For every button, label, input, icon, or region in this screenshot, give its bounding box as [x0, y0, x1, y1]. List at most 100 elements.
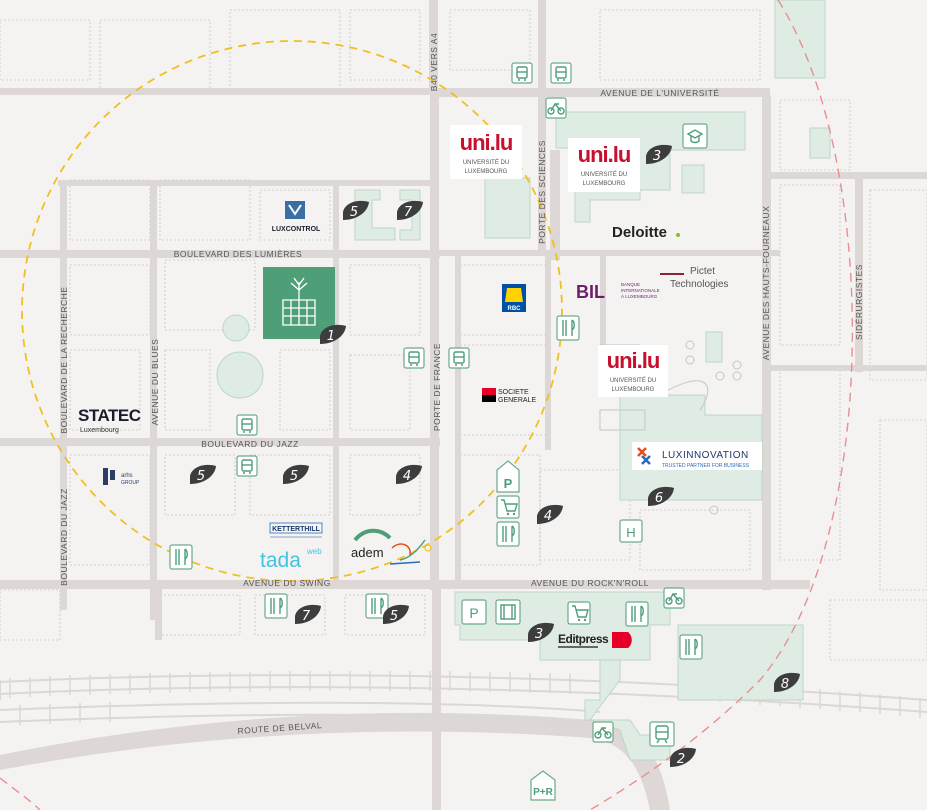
poi-marker-4[interactable]: 4 — [537, 504, 563, 524]
bus-icon[interactable] — [236, 455, 258, 477]
restaurant-icon[interactable] — [365, 593, 389, 619]
svg-text:Luxembourg: Luxembourg — [80, 427, 119, 434]
bus-icon[interactable] — [550, 62, 572, 84]
street-boulevard-lumieres: BOULEVARD DES LUMIÈRES — [174, 249, 302, 259]
street-avenue-universite: AVENUE DE L'UNIVERSITÉ — [600, 88, 719, 98]
svg-text:7: 7 — [302, 609, 311, 624]
restaurant-icon[interactable] — [679, 634, 703, 660]
park-and-ride-icon[interactable]: P+R — [530, 770, 556, 801]
svg-text:Technologies: Technologies — [670, 279, 728, 290]
hospital-icon[interactable]: H — [619, 519, 643, 543]
shopping-cart-icon[interactable] — [567, 601, 591, 625]
svg-text:LUXEMBOURG: LUXEMBOURG — [612, 387, 655, 393]
poi-marker-5[interactable]: 5 — [283, 464, 309, 484]
street-avenue-swing: AVENUE DU SWING — [243, 578, 331, 588]
poi-marker-5[interactable]: 5 — [343, 200, 369, 220]
adem-logo[interactable]: adem — [351, 528, 432, 565]
street-porte-de-france: PORTE DE FRANCE — [432, 343, 442, 431]
svg-text:GROUP: GROUP — [121, 480, 140, 486]
bus-icon[interactable] — [236, 414, 258, 436]
unilu-logo-east[interactable]: uni.lu UNIVERSITÉ DU LUXEMBOURG — [568, 138, 640, 192]
poi-marker-7[interactable]: 7 — [397, 200, 423, 220]
street-siderurgistes: SIDÉRURGISTES — [854, 264, 864, 340]
parking-icon[interactable]: P — [461, 599, 487, 625]
svg-text:UNIVERSITÉ DU: UNIVERSITÉ DU — [581, 171, 627, 178]
street-b40-vers-a4: B40 VERS A4 — [429, 33, 439, 91]
svg-text:8: 8 — [781, 677, 789, 692]
svg-text:4: 4 — [544, 509, 552, 524]
parking-garage-icon[interactable]: P — [496, 460, 520, 493]
bus-icon[interactable] — [448, 347, 470, 369]
svg-text:5: 5 — [390, 609, 398, 624]
arhs-logo[interactable]: arhs GROUP — [103, 468, 140, 486]
svg-text:BIL: BIL — [576, 282, 605, 302]
street-porte-des-sciences: PORTE DES SCIENCES — [537, 140, 547, 244]
bus-icon[interactable] — [403, 347, 425, 369]
deloitte-logo[interactable]: Deloitte — [612, 224, 680, 241]
svg-text:GENERALE: GENERALE — [498, 397, 536, 404]
svg-text:UNIVERSITÉ DU: UNIVERSITÉ DU — [463, 159, 509, 166]
svg-text:7: 7 — [404, 205, 413, 220]
svg-text:3: 3 — [653, 149, 661, 164]
poi-markers: 1 2 3 3 4 4 5 5 — [190, 144, 800, 767]
tada-logo[interactable]: tada web — [260, 547, 322, 572]
restaurant-icon[interactable] — [556, 315, 580, 341]
pictet-logo[interactable]: Pictet Technologies — [660, 266, 728, 290]
svg-text:LUXINNOVATION: LUXINNOVATION — [662, 450, 749, 461]
poi-marker-7[interactable]: 7 — [295, 604, 321, 624]
street-avenue-rocknroll: AVENUE DU ROCK'N'ROLL — [531, 578, 649, 588]
svg-text:web: web — [306, 547, 322, 556]
poi-marker-4[interactable]: 4 — [396, 464, 422, 484]
bus-icon[interactable] — [511, 62, 533, 84]
shopping-cart-icon[interactable] — [496, 495, 520, 519]
bil-logo[interactable]: BIL BANQUE INTERNATIONALE À LUXEMBOURG — [576, 282, 660, 302]
svg-text:H: H — [626, 525, 635, 540]
street-avenue-blues: AVENUE DU BLUES — [150, 339, 160, 426]
svg-text:P: P — [504, 476, 513, 491]
poi-marker-3[interactable]: 3 — [528, 622, 554, 642]
svg-text:3: 3 — [535, 627, 543, 642]
bike-icon[interactable] — [663, 587, 685, 609]
unilu-logo-south[interactable]: uni.lu UNIVERSITÉ DU LUXEMBOURG — [598, 345, 668, 397]
societe-generale-logo[interactable]: SOCIETE GENERALE — [482, 388, 536, 404]
poi-marker-1[interactable]: 1 — [320, 324, 346, 344]
svg-text:SOCIETE: SOCIETE — [498, 389, 529, 396]
svg-text:TRUSTED PARTNER FOR BUSINESS: TRUSTED PARTNER FOR BUSINESS — [662, 463, 750, 469]
svg-text:P: P — [469, 605, 478, 621]
svg-text:LUXEMBOURG: LUXEMBOURG — [583, 181, 626, 187]
svg-text:P+R: P+R — [533, 787, 554, 798]
svg-text:uni.lu: uni.lu — [578, 142, 631, 167]
street-avenue-hauts-fourneaux: AVENUE DES HAUTS-FOURNEAUX — [761, 206, 771, 361]
restaurant-icon[interactable] — [169, 544, 193, 570]
restaurant-icon[interactable] — [496, 521, 520, 547]
editpress-logo[interactable]: Editpress — [558, 632, 632, 648]
poi-marker-5[interactable]: 5 — [190, 464, 216, 484]
svg-text:LUXCONTROL: LUXCONTROL — [272, 226, 321, 233]
ketterthill-logo[interactable]: KETTERTHILL — [269, 522, 323, 538]
unilu-logo-north[interactable]: uni.lu UNIVERSITÉ DU LUXEMBOURG — [450, 125, 522, 179]
graduation-cap-icon[interactable] — [682, 123, 708, 149]
street-boulevard-jazz-vertical: BOULEVARD DU JAZZ — [59, 488, 69, 586]
svg-text:4: 4 — [403, 469, 411, 484]
cinema-icon[interactable] — [495, 599, 521, 625]
statec-logo[interactable]: STATEC Luxembourg — [78, 406, 141, 434]
train-icon[interactable] — [649, 721, 675, 747]
poi-marker-5[interactable]: 5 — [383, 604, 409, 624]
poi-marker-3[interactable]: 3 — [646, 144, 672, 164]
bike-icon[interactable] — [592, 721, 614, 743]
rbc-logo[interactable]: RBC — [502, 284, 526, 312]
poi-marker-8[interactable]: 8 — [774, 672, 800, 692]
luxinnovation-logo[interactable]: LUXINNOVATION TRUSTED PARTNER FOR BUSINE… — [632, 442, 762, 470]
main-building-icon[interactable] — [263, 267, 335, 339]
restaurant-icon[interactable] — [625, 601, 649, 627]
bike-icon[interactable] — [545, 97, 567, 119]
svg-text:1: 1 — [327, 329, 335, 344]
poi-marker-6[interactable]: 6 — [648, 486, 674, 506]
luxcontrol-logo[interactable]: LUXCONTROL — [272, 201, 321, 233]
svg-text:LUXEMBOURG: LUXEMBOURG — [465, 169, 508, 175]
svg-text:BANQUE: BANQUE — [621, 282, 640, 287]
poi-marker-2[interactable]: 2 — [670, 747, 696, 767]
restaurant-icon[interactable] — [264, 593, 288, 619]
